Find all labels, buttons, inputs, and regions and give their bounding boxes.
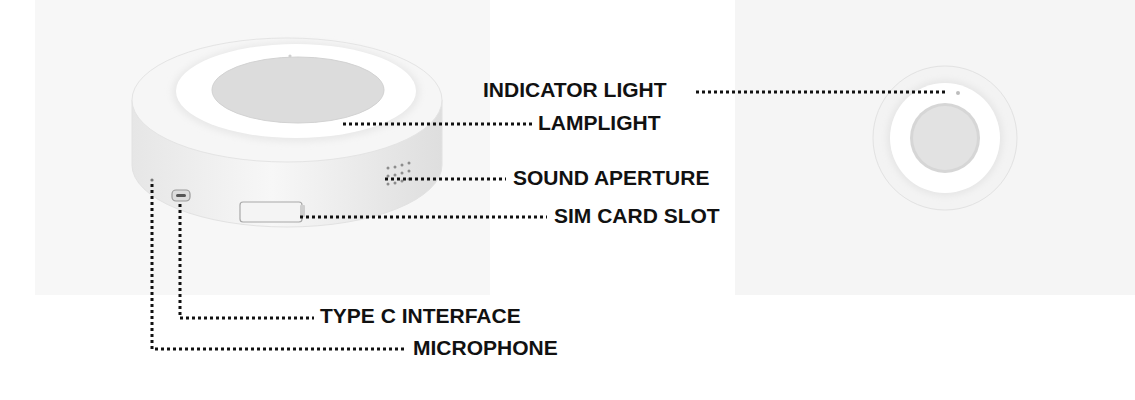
leader-line — [180, 204, 314, 318]
callout-label: LAMPLIGHT — [538, 111, 660, 135]
photo-panel — [35, 0, 490, 295]
photo-panel — [735, 0, 1135, 295]
usb-port — [172, 190, 190, 201]
sim-tray — [240, 202, 302, 222]
callout-label: SOUND APERTURE — [513, 166, 709, 190]
callout-label: INDICATOR LIGHT — [483, 78, 667, 102]
callout-label: TYPE C INTERFACE — [320, 304, 521, 328]
device-side-view — [132, 38, 442, 227]
leader-line — [343, 123, 532, 126]
leader-line — [300, 216, 547, 219]
mic-hole — [150, 178, 153, 181]
device-top-view — [873, 66, 1017, 210]
leader-line — [385, 178, 506, 181]
speaker-grille — [387, 162, 411, 186]
leader-lines — [152, 92, 945, 349]
leader-line — [694, 91, 945, 94]
callout-label: SIM CARD SLOT — [554, 204, 720, 228]
indicator-dot — [956, 91, 960, 95]
callout-label: MICROPHONE — [413, 336, 558, 360]
